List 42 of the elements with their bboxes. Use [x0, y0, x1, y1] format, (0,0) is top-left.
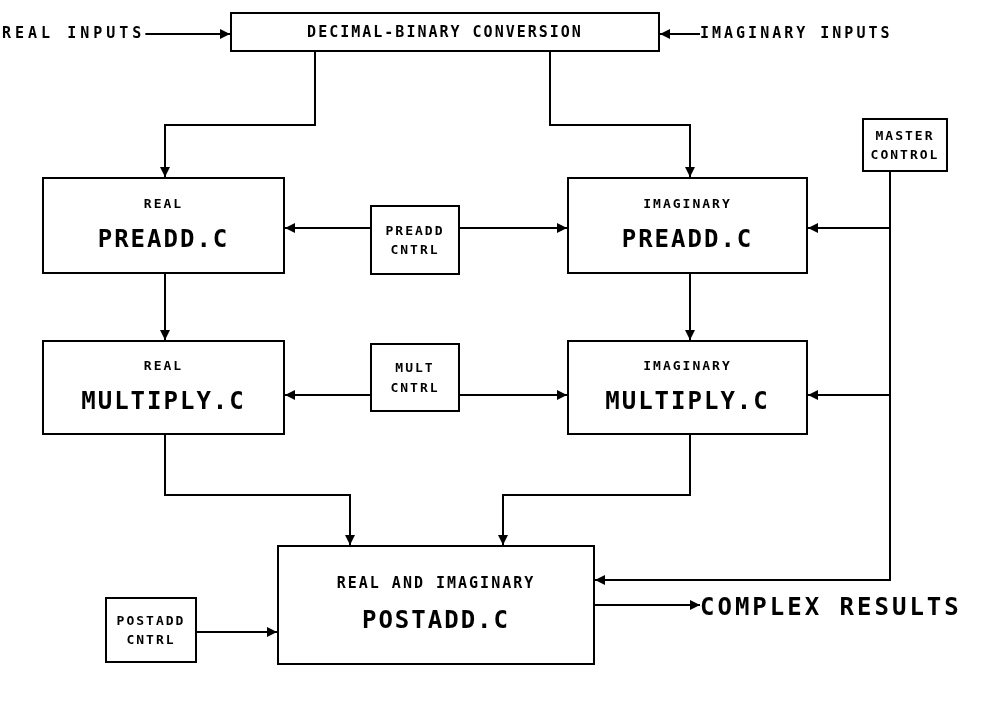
process-box	[105, 597, 197, 663]
arrow	[164, 434, 355, 546]
arrow	[160, 51, 316, 178]
box-subtitle: REAL AND IMAGINARY	[336, 572, 536, 594]
box-label: POSTADD CNTRL	[115, 611, 187, 649]
box-label: MULTIPLY.C	[81, 386, 246, 418]
process-box	[567, 340, 808, 435]
process-box	[370, 343, 460, 412]
arrow	[549, 51, 695, 178]
arrow	[144, 29, 231, 39]
box-label: PREADD CNTRL	[384, 221, 446, 259]
process-box	[230, 12, 660, 52]
box-label: DECIMAL-BINARY CONVERSION	[307, 21, 583, 43]
box-label: MULT CNTRL	[389, 359, 441, 397]
arrow	[196, 627, 278, 637]
box-label: PREADD.C	[621, 224, 754, 256]
box-label: MULTIPLY.C	[605, 386, 770, 418]
process-box	[42, 177, 285, 274]
io-label: REAL INPUTS	[2, 23, 146, 44]
box-label: MASTER CONTROL	[869, 126, 941, 164]
box-subtitle: REAL	[143, 356, 184, 375]
box-subtitle: IMAGINARY	[643, 194, 732, 213]
arrow	[459, 223, 568, 233]
box-subtitle: IMAGINARY	[643, 356, 732, 375]
process-box	[277, 545, 595, 665]
process-box	[567, 177, 808, 274]
process-box	[42, 340, 285, 435]
arrow	[594, 600, 701, 610]
process-box	[370, 205, 460, 275]
io-label: COMPLEX RESULTS	[700, 592, 962, 623]
arrow	[685, 273, 695, 341]
box-label: PREADD.C	[97, 224, 230, 256]
arrow	[160, 273, 170, 341]
arrow	[498, 434, 691, 546]
box-label: POSTADD.C	[361, 605, 510, 637]
arrow	[284, 390, 371, 400]
box-subtitle: REAL	[143, 194, 184, 213]
arrow	[284, 223, 371, 233]
process-box	[862, 118, 948, 172]
arrow	[659, 29, 701, 39]
io-label: IMAGINARY INPUTS	[700, 23, 893, 44]
arrow	[459, 390, 568, 400]
